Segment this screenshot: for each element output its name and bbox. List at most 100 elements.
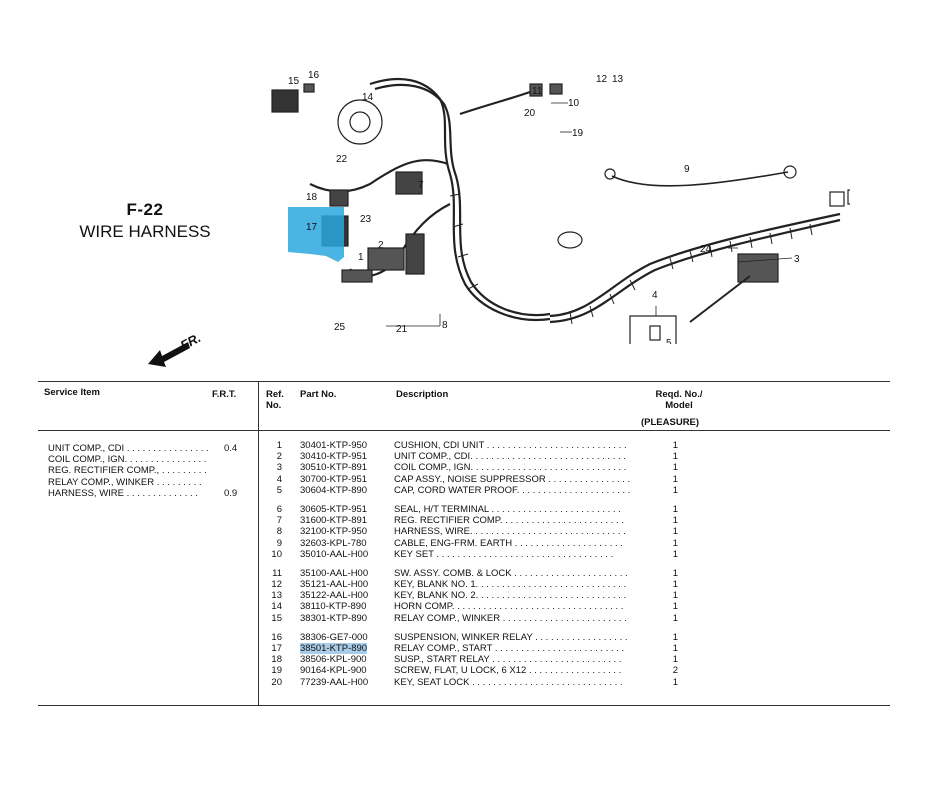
part-no-cell-text: 90164-KPL-900 [300,665,367,677]
ref-no-cell: 2 [262,451,282,462]
ref-no-cell-text: 5 [276,484,282,496]
ref-no-cell: 19 [262,665,282,676]
part-no-cell-text: 38306-GE7-000 [300,631,368,643]
description-cell: COIL COMP., IGN. . . . . . . . . . . . .… [394,462,640,473]
callout-20: 20 [524,108,536,119]
callout-1: 1 [358,252,364,263]
part-no-cell-text: 35121-AAL-H00 [300,579,369,591]
ref-no-cell: 20 [262,677,282,688]
description-cell: CABLE, ENG-FRM. EARTH . . . . . . . . . … [394,538,640,549]
callout-18: 18 [306,192,318,203]
description-cell-text: SW. ASSY. COMB. & LOCK . . . . . . . . .… [394,567,628,579]
ref-no-cell-text: 12 [271,579,282,591]
callout-13: 13 [612,74,624,85]
service-item-frt [224,477,244,488]
description-cell: CUSHION, CDI UNIT . . . . . . . . . . . … [394,440,640,451]
description-cell-text: SCREW, FLAT, U LOCK, 6 X12 . . . . . . .… [394,665,622,677]
ref-no-cell: 10 [262,549,282,560]
part-no-cell: 30700-KTP-951 [300,474,368,485]
description-cell-text: HORN COMP. . . . . . . . . . . . . . . .… [394,601,624,613]
description-cell: HARNESS, WIRE. . . . . . . . . . . . . .… [394,526,640,537]
part-no-cell-text: 30401-KTP-950 [300,440,368,451]
qty-cell-text: 1 [672,451,678,463]
description-cell: SCREW, FLAT, U LOCK, 6 X12 . . . . . . .… [394,665,640,676]
qty-cell: 1 [664,654,678,665]
qty-cell: 1 [664,613,678,624]
service-item-row: COIL COMP., IGN. . . . . . . . . . . . .… [48,454,244,465]
figure-name: WIRE HARNESS [79,222,211,241]
group-gap [262,560,282,568]
table-column-divider [258,381,259,705]
description-cell: REG. RECTIFIER COMP. . . . . . . . . . .… [394,515,640,526]
callout-2: 2 [378,240,384,251]
callout-10: 10 [568,98,580,109]
harness-bundle [309,77,841,324]
ref-no-cell-text: 6 [276,503,282,515]
qty-cell: 1 [664,549,678,560]
ref-no-cell-text: 13 [271,590,282,602]
service-item-name: UNIT COMP., CDI . . . . . . . . . . . . … [48,443,212,454]
selected-part-highlight[interactable] [288,207,344,262]
description-cell-text: RELAY COMP., START . . . . . . . . . . .… [394,643,625,654]
part-no-cell-text: 30410-KTP-951 [300,451,368,463]
description-cell-text: SUSPENSION, WINKER RELAY . . . . . . . .… [394,631,628,643]
service-item-name: COIL COMP., IGN. . . . . . . . . . . . .… [48,454,210,466]
service-item-frt [224,465,244,476]
ref-no-cell-text: 16 [271,631,282,643]
part-no-cell-text: 32100-KTP-950 [300,526,368,538]
service-item-name: HARNESS, WIRE . . . . . . . . . . . . . … [48,487,201,499]
callout-5: 5 [666,338,672,344]
ref-no-cell: 3 [262,462,282,473]
part-no-cell: 35100-AAL-H00 [300,568,368,579]
part-no-cell: 90164-KPL-900 [300,665,368,676]
ref-no-cell: 17 [262,643,282,654]
callout-19: 19 [572,128,584,139]
group-gap [664,560,678,568]
qty-cell-text: 1 [672,515,678,527]
callout-11: 11 [532,86,543,97]
header-part-no: Part No. [300,389,337,400]
description-cell: SUSPENSION, WINKER RELAY . . . . . . . .… [394,632,640,643]
callout-12: 12 [596,74,608,85]
qty-cell: 1 [664,440,678,451]
qty-cell-text: 1 [672,601,678,613]
ref-no-cell: 4 [262,474,282,485]
callout-9: 9 [684,164,690,175]
ref-no-cell-text: 17 [271,643,282,654]
ref-no-cell: 5 [262,485,282,496]
part-no-cell-text: 30510-KTP-891 [300,462,368,474]
ref-no-cell-text: 10 [271,548,282,560]
ref-no-cell: 9 [262,538,282,549]
description-cell-text: KEY, SEAT LOCK . . . . . . . . . . . . .… [394,676,623,688]
service-item-row: UNIT COMP., CDI . . . . . . . . . . . . … [48,443,244,454]
group-gap [300,560,368,568]
ref-no-cell: 16 [262,632,282,643]
ref-no-cell-text: 8 [276,526,282,538]
figure-title-block: F-22 WIRE HARNESS [60,200,230,242]
qty-cell: 1 [664,538,678,549]
qty-cell-text: 1 [672,473,678,485]
description-cell: KEY SET . . . . . . . . . . . . . . . . … [394,549,640,560]
description-cell-text: SEAL, H/T TERMINAL . . . . . . . . . . .… [394,503,621,515]
callout-16: 16 [308,70,320,81]
part-no-cell: 32100-KTP-950 [300,526,368,537]
qty-cell-text: 1 [672,567,678,579]
ref-no-cell: 15 [262,613,282,624]
ref-no-cell: 14 [262,601,282,612]
part-no-cell: 38306-GE7-000 [300,632,368,643]
part-no-cell-text: 38506-KPL-900 [300,654,367,666]
description-cell-text: UNIT COMP., CDI. . . . . . . . . . . . .… [394,451,626,463]
part-no-cell-text: 77239-AAL-H00 [300,676,369,688]
description-cell: UNIT COMP., CDI. . . . . . . . . . . . .… [394,451,640,462]
part-no-cell-text: 31600-KTP-891 [300,515,368,527]
part-no-cell: 30510-KTP-891 [300,462,368,473]
part-no-cell: 30605-KTP-951 [300,504,368,515]
description-cell-text: CAP ASSY., NOISE SUPPRESSOR . . . . . . … [394,473,631,485]
ref-no-cell-text: 7 [276,515,282,527]
part-no-cell-text: 38501-KTP-890 [300,643,368,654]
callout-21: 21 [396,324,408,335]
part-no-cell: 30401-KTP-950 [300,440,368,451]
description-cell-text: CAP, CORD WATER PROOF. . . . . . . . . .… [394,484,631,496]
ref-no-cell: 7 [262,515,282,526]
description-cell: SUSP., START RELAY . . . . . . . . . . .… [394,654,640,665]
